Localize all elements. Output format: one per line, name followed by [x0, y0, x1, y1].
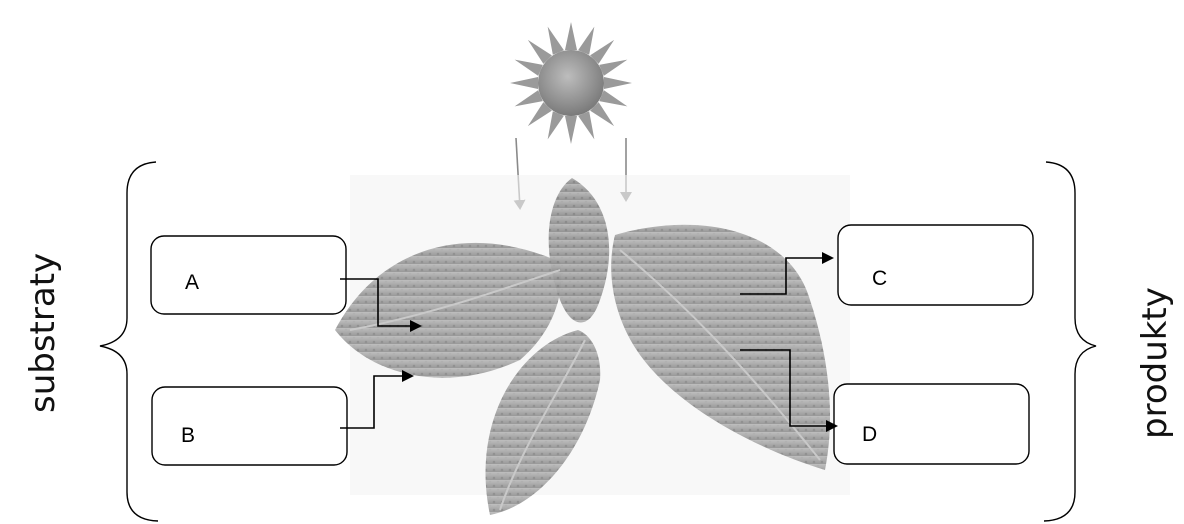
brace-right [1044, 162, 1096, 521]
box-a[interactable] [151, 236, 346, 314]
sun-icon [510, 22, 632, 144]
box-c[interactable] [838, 225, 1033, 305]
sun-disc [538, 50, 604, 116]
box-d-label: D [862, 423, 877, 447]
substrates-label: substraty [23, 283, 63, 413]
box-a-label: A [185, 271, 199, 295]
products-label: produkty [1135, 309, 1175, 439]
box-c-label: C [872, 267, 887, 291]
brace-left [100, 162, 158, 521]
box-b-label: B [181, 424, 195, 448]
